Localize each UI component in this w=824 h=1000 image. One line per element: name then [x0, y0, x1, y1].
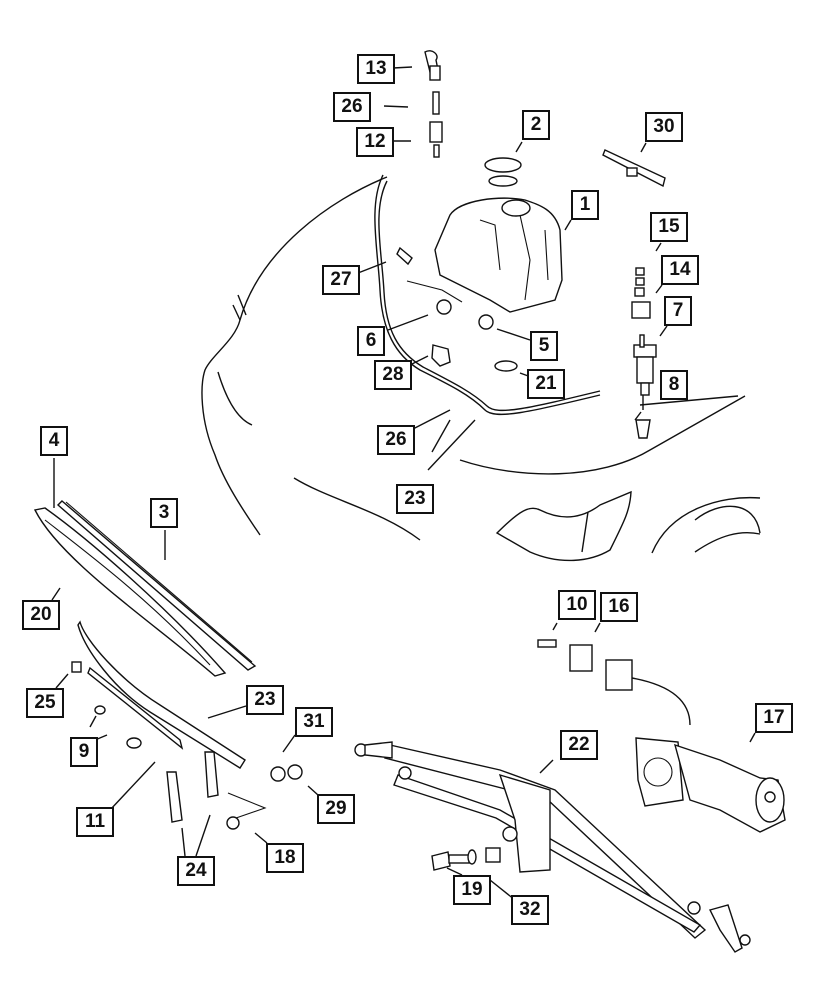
- wiper-insert-30: [602, 149, 666, 188]
- wiper-blades: [33, 500, 257, 677]
- callout-23-upper[interactable]: 23: [396, 484, 434, 514]
- callout-27[interactable]: 27: [322, 265, 360, 295]
- callout-21[interactable]: 21: [527, 369, 565, 399]
- callout-7[interactable]: 7: [664, 296, 692, 326]
- callout-32[interactable]: 32: [511, 895, 549, 925]
- callout-2[interactable]: 2: [522, 110, 550, 140]
- callout-19[interactable]: 19: [453, 875, 491, 905]
- washer-nozzle-stack: [424, 50, 443, 158]
- callout-15[interactable]: 15: [650, 212, 688, 242]
- washer-reservoir: [434, 197, 563, 313]
- callout-9[interactable]: 9: [70, 737, 98, 767]
- callout-4[interactable]: 4: [40, 426, 68, 456]
- callout-31[interactable]: 31: [295, 707, 333, 737]
- callout-13[interactable]: 13: [357, 54, 395, 84]
- linkage-fasteners: [431, 847, 501, 871]
- callout-23-arm[interactable]: 23: [246, 685, 284, 715]
- callout-17[interactable]: 17: [755, 703, 793, 733]
- callout-26-lower[interactable]: 26: [377, 425, 415, 455]
- washer-pump-parts: [631, 267, 657, 439]
- vehicle-body-outline: [201, 174, 761, 562]
- callout-26-upper[interactable]: 26: [333, 92, 371, 122]
- wiper-arm: [71, 620, 246, 823]
- callout-24[interactable]: 24: [177, 856, 215, 886]
- callout-29[interactable]: 29: [317, 794, 355, 824]
- callout-5[interactable]: 5: [530, 331, 558, 361]
- callout-22[interactable]: 22: [560, 730, 598, 760]
- callout-12[interactable]: 12: [356, 127, 394, 157]
- callout-6[interactable]: 6: [357, 326, 385, 356]
- callout-25[interactable]: 25: [26, 688, 64, 718]
- motor-connectors: [537, 639, 691, 726]
- callout-14[interactable]: 14: [661, 255, 699, 285]
- callout-30[interactable]: 30: [645, 112, 683, 142]
- callout-10[interactable]: 10: [558, 590, 596, 620]
- arm-fasteners: [226, 764, 303, 830]
- reservoir-cap: [484, 157, 522, 187]
- callout-28[interactable]: 28: [374, 360, 412, 390]
- callout-11[interactable]: 11: [76, 807, 114, 837]
- wiper-motor: [635, 737, 786, 833]
- leader-lines: [51, 66, 756, 901]
- callout-20[interactable]: 20: [22, 600, 60, 630]
- callout-18[interactable]: 18: [266, 843, 304, 873]
- callout-8[interactable]: 8: [660, 370, 688, 400]
- wiper-linkage: [354, 741, 751, 953]
- reservoir-fasteners: [396, 246, 518, 372]
- callout-1[interactable]: 1: [571, 190, 599, 220]
- callout-16[interactable]: 16: [600, 592, 638, 622]
- callout-3[interactable]: 3: [150, 498, 178, 528]
